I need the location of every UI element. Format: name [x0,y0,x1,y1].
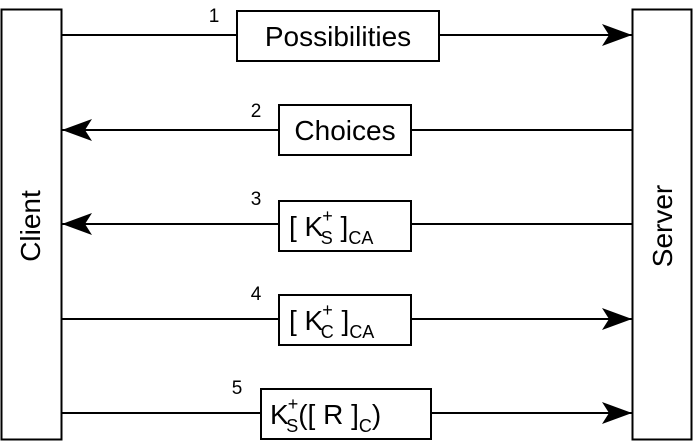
message-2-number: 2 [251,101,262,122]
server-box: Server [631,8,693,441]
client-box: Client [0,8,63,441]
message-4-box [278,294,412,346]
message-3-box [278,200,412,252]
message-4: [ K+C ]CA 4 [62,284,632,346]
message-4-label: [ K+C ]CA [289,300,374,342]
message-4-number: 4 [251,284,262,305]
message-3-label: [ K+S ]CA [289,206,373,248]
message-1-box [236,10,440,62]
message-3-number: 3 [251,189,262,210]
message-2-box [278,104,412,156]
client-label: Client [15,190,46,262]
message-3: [ K+S ]CA 3 [62,189,632,252]
message-5-label: K+S([ R ]C) [270,394,381,436]
message-1-label: Possibilities [265,21,411,52]
message-5-number: 5 [232,378,243,399]
message-5: K+S([ R ]C) 5 [62,378,632,440]
message-2-label: Choices [294,115,395,146]
server-label: Server [647,185,678,267]
message-5-box [260,388,432,440]
message-1-number: 1 [209,6,220,27]
message-1: Possibilities 1 [62,6,632,62]
message-2: Choices 2 [62,101,632,156]
